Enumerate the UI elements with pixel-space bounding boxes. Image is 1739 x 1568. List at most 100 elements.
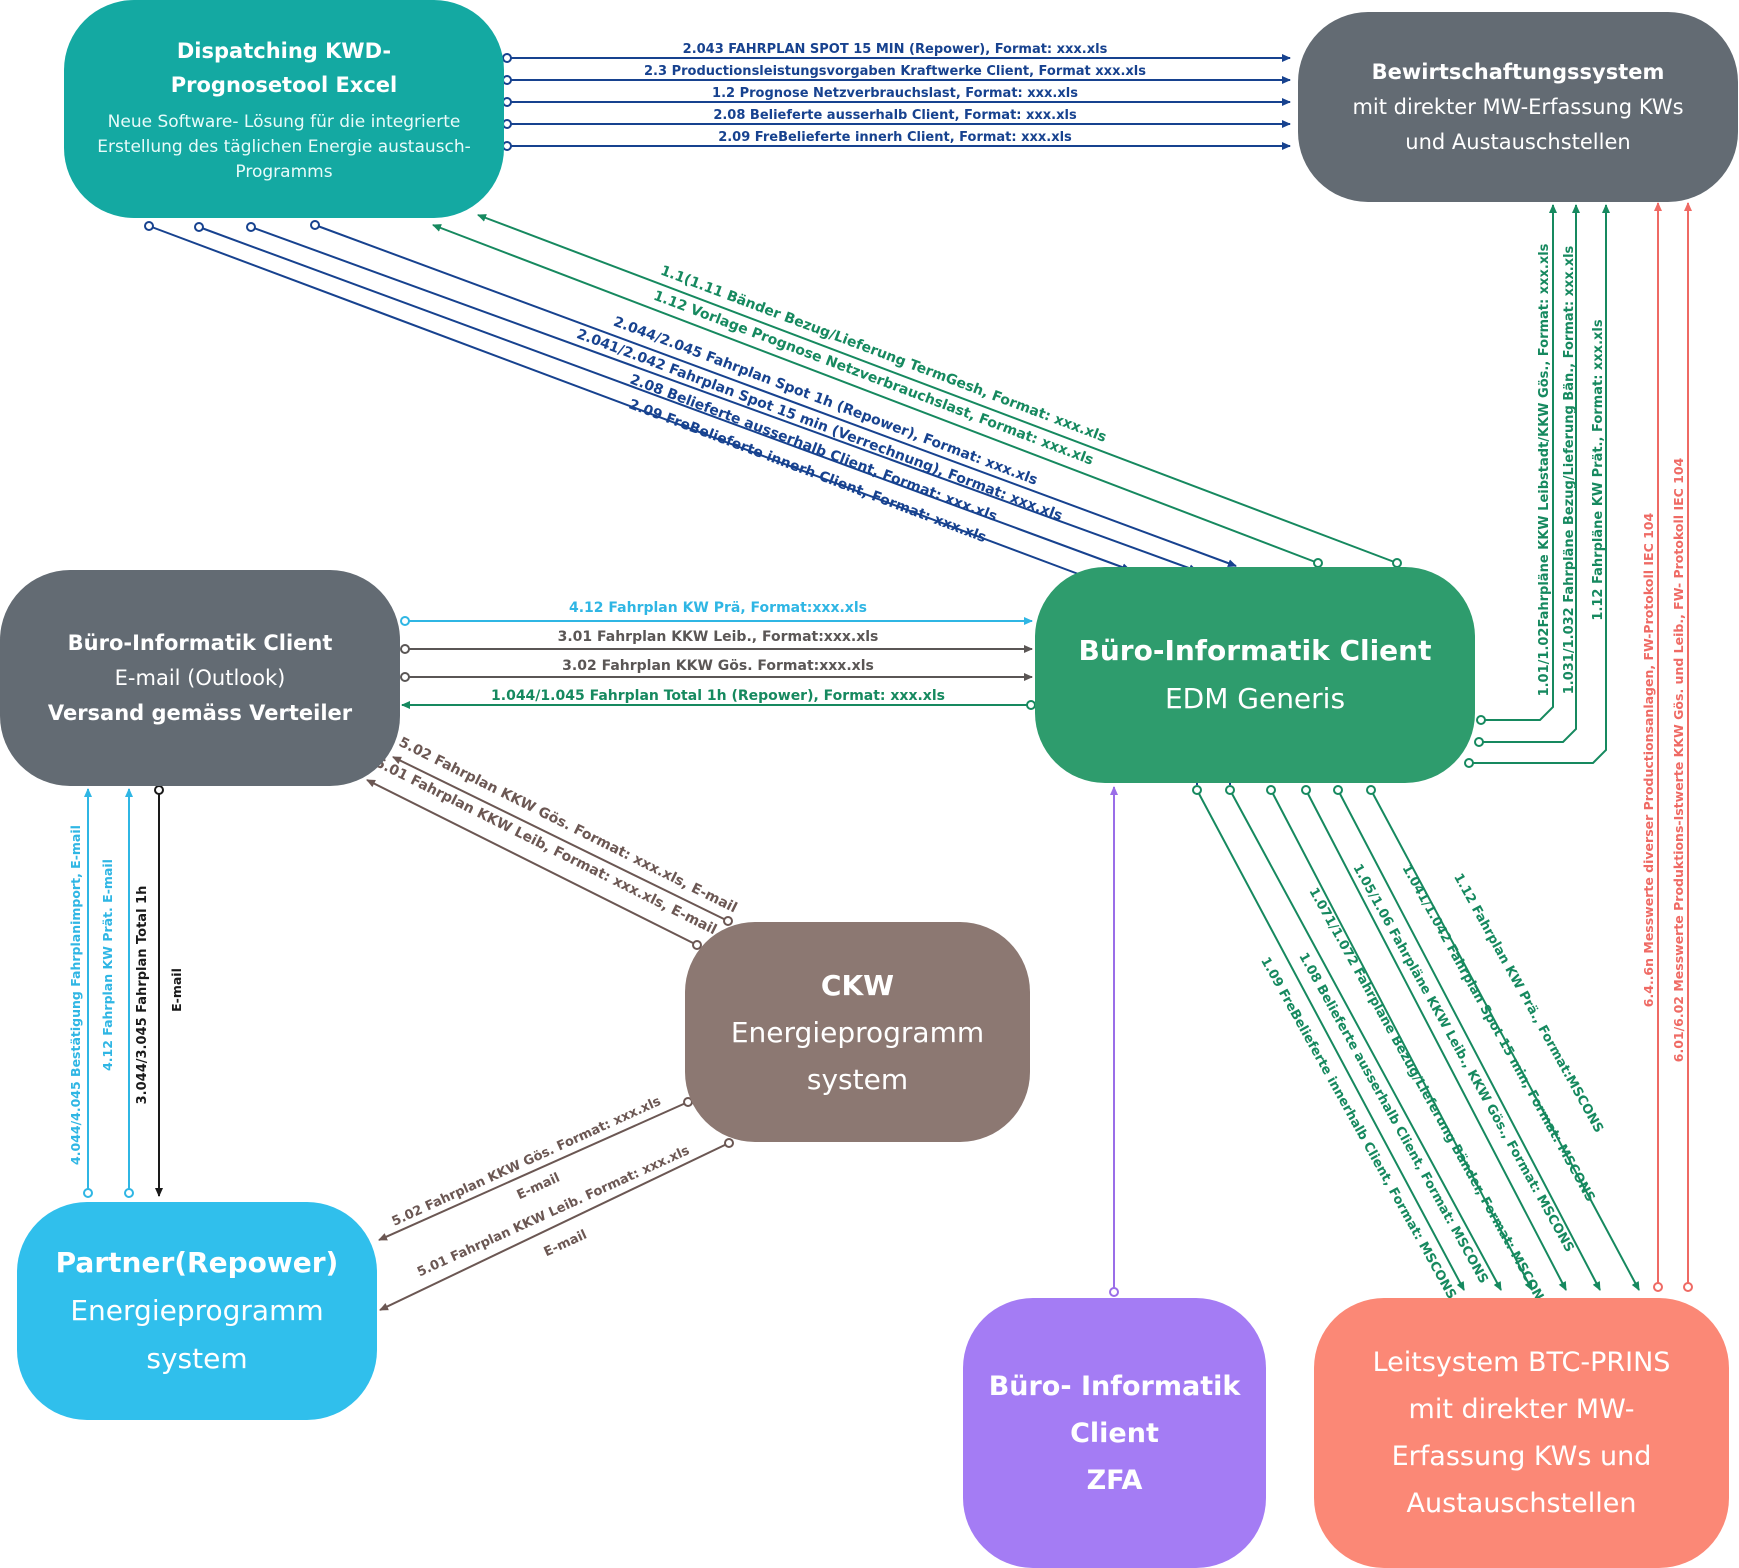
- node-zfa-line-3: ZFA: [1086, 1464, 1143, 1496]
- label-edm-bewirt-0: 1.01/1.02Fahrpläne KKW Leibstadt/KKW Gös…: [1537, 243, 1552, 696]
- node-ckw-line-3: system: [806, 1062, 909, 1096]
- flow-edm-leit-5-port: [1366, 785, 1376, 795]
- flow-edm-leit-0-port: [1192, 785, 1202, 795]
- label-outlook-partner-2: 3.044/3.045 Fahrplan Total 1h: [135, 886, 150, 1105]
- label-ckw-outlook-1: 5.01 Fahrplan KKW Leib, Format: xxx.xls,…: [372, 755, 719, 939]
- node-bewirtschaftungssystem[interactable]: Bewirtschaftungssystem mit direkter MW-E…: [1298, 12, 1738, 202]
- node-dispatching-desc-1: Neue Software- Lösung für die integriert…: [107, 111, 461, 132]
- node-leitsystem-btc-prins[interactable]: Leitsystem BTC-PRINS mit direkter MW- Er…: [1314, 1298, 1729, 1568]
- flow-ckw-partner-1: [379, 1142, 730, 1311]
- flow-outlook-edm-0-port: [400, 616, 410, 626]
- flow-edm-leit-4: [1337, 789, 1601, 1291]
- label-outlook-partner-3: E-mail: [169, 968, 184, 1012]
- flow-edm-dispatch-0-port: [1392, 558, 1402, 568]
- node-edm-title: Büro-Informatik Client: [1078, 634, 1432, 667]
- flow-ckw-outlook-0-port: [723, 916, 733, 926]
- label-outlook-edm-2: 3.02 Fahrplan KKW Gös. Format:xxx.xls: [562, 658, 874, 674]
- label-ckw-partner-0: 5.02 Fahrplan KKW Gös. Format: xxx.xls: [390, 1094, 664, 1230]
- flow-edm-dispatch-1-port: [1313, 558, 1323, 568]
- node-outlook-client[interactable]: Büro-Informatik Client E-mail (Outlook) …: [0, 570, 400, 786]
- node-dispatching-kwd[interactable]: Dispatching KWD- Prognosetool Excel Neue…: [64, 0, 504, 218]
- flow-outlook-edm-2-port: [400, 672, 410, 682]
- label-edm-bewirt-2: 1.12 Fahrpläne KW Prät., Format: xxx.xls: [1591, 319, 1606, 620]
- node-partner-line-1: Partner(Repower): [55, 1246, 339, 1279]
- label-leit-bewirt-1: 6.01/6.02 Messwerte Produktions-Istwerte…: [1671, 457, 1686, 1062]
- flow-ckw-partner-0: [378, 1101, 689, 1241]
- label-edm-outlook-3: 1.044/1.045 Fahrplan Total 1h (Repower),…: [491, 688, 945, 704]
- node-leit-line-1: Leitsystem BTC-PRINS: [1372, 1347, 1671, 1378]
- flow-edm-bewirt-0: [1481, 204, 1557, 721]
- flow-zfa-edm-port: [1109, 1287, 1119, 1297]
- flow-dispatch-bewirt-2-port: [502, 97, 512, 107]
- flow-edm-leit-3: [1305, 789, 1567, 1291]
- node-outlook-line-2: E-mail (Outlook): [114, 665, 286, 690]
- flow-dispatch-bewirt-1-port: [502, 75, 512, 85]
- flow-edm-leit-4-port: [1333, 785, 1343, 795]
- flow-dispatch-edm-1: [250, 226, 1198, 573]
- flow-ckw-outlook-1-port: [692, 940, 702, 950]
- node-leit-line-2: mit direkter MW-: [1408, 1394, 1635, 1425]
- label-dispatch-bewirt-0: 2.043 FAHRPLAN SPOT 15 MIN (Repower), Fo…: [683, 42, 1108, 57]
- flow-dispatch-edm-0-port: [310, 220, 320, 230]
- node-ckw-line-2: Energieprogramm: [730, 1015, 985, 1049]
- flow-dispatch-edm-3: [148, 225, 1090, 579]
- label-dispatch-bewirt-3: 2.08 Belieferte ausserhalb Client, Forma…: [713, 108, 1077, 123]
- node-edm-generis[interactable]: Büro-Informatik Client EDM Generis: [1035, 567, 1475, 783]
- node-dispatching-desc-2: Erstellung des täglichen Energie austaus…: [97, 136, 471, 157]
- flow-partner-outlook-1-port: [124, 1188, 134, 1198]
- flow-edm-bewirt-2: [1469, 204, 1610, 764]
- flow-dispatch-edm-2: [198, 226, 1131, 571]
- node-partner-line-2: Energieprogramm: [70, 1294, 324, 1327]
- node-zfa-line-2: Client: [1070, 1417, 1159, 1449]
- flow-dispatch-bewirt-0-port: [502, 53, 512, 63]
- flow-leit-bewirt-0-port: [1653, 1282, 1663, 1292]
- node-dispatching-title-2: Prognosetool Excel: [170, 72, 398, 97]
- label-partner-outlook-0: 4.044/4.045 Bestätigung Fahrplanimport, …: [68, 825, 83, 1165]
- flow-edm-leit-2-port: [1266, 785, 1276, 795]
- flow-dispatch-edm-1-port: [246, 222, 256, 232]
- node-zfa-client[interactable]: Büro- Informatik Client ZFA: [963, 1298, 1266, 1568]
- label-edm-leit-3: 1.05/1.06 Fahrpläne KKW Leib., KKW Gös.,…: [1350, 862, 1577, 1255]
- flow-edm-dispatch-0: [477, 214, 1398, 564]
- node-zfa-line-1: Büro- Informatik: [988, 1370, 1241, 1402]
- flow-edm-bewirt-0-port: [1476, 715, 1486, 725]
- flow-edm-leit-1: [1229, 789, 1502, 1291]
- label-ckw-partner-2: 5.01 Fahrplan KKW Leib. Format: xxx.xls: [415, 1143, 692, 1280]
- flow-edm-bewirt-1-port: [1474, 737, 1484, 747]
- label-outlook-edm-0: 4.12 Fahrplan KW Prä, Format:xxx.xls: [569, 600, 867, 616]
- node-outlook-line-3: Versand gemäss Verteiler: [47, 700, 353, 725]
- node-leit-line-3: Erfassung KWs und: [1391, 1441, 1652, 1472]
- flow-edm-bewirt-2-port: [1464, 758, 1474, 768]
- label-dispatch-bewirt-4: 2.09 FreBelieferte innerh Client, Format…: [718, 130, 1072, 145]
- flow-dispatch-edm-0: [314, 224, 1237, 567]
- label-outlook-edm-1: 3.01 Fahrplan KKW Leib., Format:xxx.xls: [558, 629, 879, 645]
- label-leit-bewirt-0: 6.4..6n Messwerte diverser Productionsan…: [1641, 513, 1656, 1008]
- flow-partner-outlook-0-port: [83, 1188, 93, 1198]
- flow-edm-outlook-3-port: [1026, 700, 1036, 710]
- flow-edm-bewirt-1: [1479, 204, 1580, 743]
- flow-edm-leit-3-port: [1301, 785, 1311, 795]
- flow-edm-leit-5: [1370, 789, 1640, 1291]
- node-outlook-line-1: Büro-Informatik Client: [67, 630, 333, 655]
- flow-edm-leit-0: [1196, 789, 1465, 1291]
- node-ckw-energieprogramm[interactable]: CKW Energieprogramm system: [685, 922, 1030, 1142]
- label-ckw-partner-3: E-mail: [542, 1228, 590, 1261]
- flow-ckw-outlook-1: [366, 779, 698, 946]
- flow-dispatch-edm-3-port: [144, 221, 154, 231]
- node-leit-line-4: Austauschstellen: [1406, 1488, 1637, 1519]
- connectors: [83, 53, 1693, 1311]
- label-edm-leit-1: 1.08 Belieferte ausserhalb Client, Forma…: [1295, 950, 1490, 1286]
- node-partner-repower[interactable]: Partner(Repower) Energieprogramm system: [17, 1202, 377, 1420]
- flow-leit-bewirt-1-port: [1683, 1282, 1693, 1292]
- label-edm-leit-4: 1.041/1.042 Fahrplan Spot 15 min, Format…: [1399, 862, 1598, 1204]
- flow-outlook-edm-1-port: [400, 644, 410, 654]
- flow-edm-leit-1-port: [1225, 785, 1235, 795]
- flow-dispatch-bewirt-3-port: [502, 119, 512, 129]
- flow-edm-leit-2: [1270, 789, 1533, 1291]
- node-dispatching-title-1: Dispatching KWD-: [176, 38, 392, 63]
- label-edm-bewirt-1: 1.031/1.032 Fahrpläne Bezug/Lieferung Bä…: [1562, 245, 1577, 694]
- flow-dispatch-edm-2-port: [194, 222, 204, 232]
- flow-outlook-partner-2-port: [154, 785, 164, 795]
- node-edm-subtitle: EDM Generis: [1164, 682, 1346, 715]
